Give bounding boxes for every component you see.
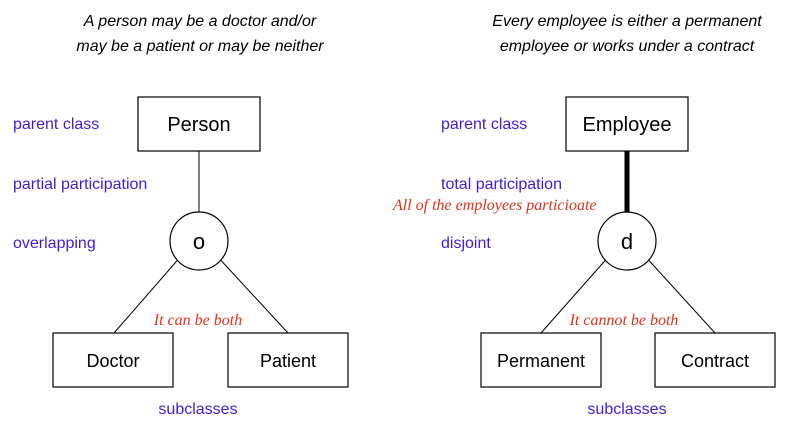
left-subclasses-label: subclasses bbox=[158, 401, 237, 418]
left-note: It can be both bbox=[153, 312, 242, 329]
right-note: It cannot be both bbox=[569, 312, 679, 329]
left-doctor-link bbox=[113, 254, 183, 334]
left-diagram: A person may be a doctor and/or may be a… bbox=[13, 13, 349, 418]
disjoint-symbol-circle bbox=[597, 211, 657, 271]
left-constraint-label: overlapping bbox=[13, 235, 96, 252]
employee-entity-label: Employee bbox=[583, 114, 672, 136]
left-parent-class-label: parent class bbox=[13, 116, 99, 133]
right-subclasses-label: subclasses bbox=[587, 401, 666, 418]
patient-entity-label: Patient bbox=[260, 351, 316, 371]
right-contract-link bbox=[643, 254, 716, 334]
left-caption-line-1: A person may be a doctor and/or bbox=[83, 13, 317, 30]
employee-entity-box bbox=[565, 96, 689, 152]
permanent-entity-box bbox=[480, 332, 602, 388]
doctor-entity-box bbox=[52, 332, 174, 388]
right-parent-class-label: parent class bbox=[441, 116, 527, 133]
permanent-entity-label: Permanent bbox=[497, 351, 585, 371]
person-entity-box bbox=[137, 96, 261, 152]
right-permanent-link bbox=[540, 254, 611, 334]
overlap-symbol-circle bbox=[169, 211, 229, 271]
contract-entity-box bbox=[654, 332, 776, 388]
disjoint-symbol-label: d bbox=[621, 229, 633, 254]
right-participation-label: total participation bbox=[441, 176, 562, 193]
left-patient-link bbox=[215, 254, 289, 334]
right-diagram: Every employee is either a permanent emp… bbox=[392, 13, 776, 418]
right-caption-line-1: Every employee is either a permanent bbox=[492, 13, 762, 30]
right-constraint-label: disjoint bbox=[441, 235, 491, 252]
right-caption-line-2: employee or works under a contract bbox=[500, 38, 755, 55]
doctor-entity-label: Doctor bbox=[86, 351, 139, 371]
left-participation-label: partial participation bbox=[13, 176, 147, 193]
right-participation-note: All of the employees particioate bbox=[392, 197, 597, 214]
overlap-symbol-label: o bbox=[193, 229, 205, 254]
left-caption-line-2: may be a patient or may be neither bbox=[76, 38, 324, 55]
contract-entity-label: Contract bbox=[681, 351, 749, 371]
person-entity-label: Person bbox=[167, 114, 230, 136]
patient-entity-box bbox=[227, 332, 349, 388]
